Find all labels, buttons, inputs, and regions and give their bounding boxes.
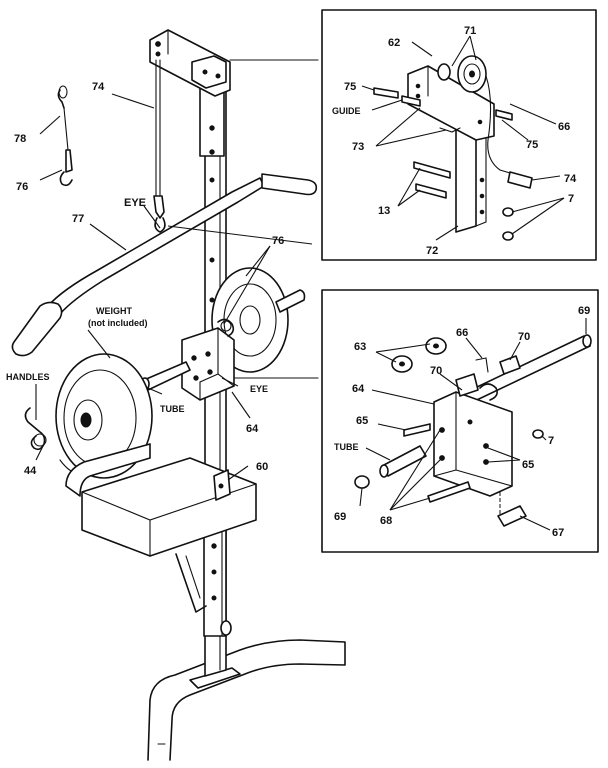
label-eye-mid: EYE	[250, 384, 268, 394]
label-weight: WEIGHT	[96, 306, 132, 316]
label-7-top: 7	[568, 193, 574, 205]
label-64: 64	[246, 423, 259, 435]
label-78: 78	[14, 133, 26, 145]
main-assembly	[11, 29, 346, 761]
inset-top-frame	[321, 9, 597, 261]
label-64-inset: 64	[352, 383, 365, 395]
label-69-bottom: 69	[334, 511, 346, 523]
end-cap-69	[354, 475, 370, 489]
label-eye-top: EYE	[124, 197, 146, 209]
long-handle-grip-left	[11, 301, 63, 357]
nut-7	[532, 429, 544, 439]
inset-bottom-leaders	[359, 318, 587, 531]
label-tube-inset: TUBE	[334, 442, 359, 452]
label-13: 13	[378, 205, 390, 217]
label-handles: HANDLES	[6, 372, 50, 382]
inset-bottom-frame	[321, 289, 599, 553]
cable-clip	[57, 85, 73, 187]
label-70-mid: 70	[430, 365, 442, 377]
label-guide: GUIDE	[332, 106, 361, 116]
label-63: 63	[354, 341, 366, 353]
back-rest	[65, 443, 151, 497]
label-7-bottom: 7	[548, 435, 554, 447]
roller-67	[497, 505, 527, 527]
label-65-left: 65	[356, 415, 368, 427]
label-71: 71	[464, 25, 476, 37]
long-tube-69	[453, 335, 592, 409]
bolt-13a	[413, 161, 451, 179]
long-handle-grip-right	[261, 173, 318, 196]
adjust-knob	[220, 620, 232, 636]
label-75-right: 75	[526, 139, 538, 151]
inset-bottom	[321, 289, 599, 553]
upper-sleeve	[199, 85, 225, 157]
label-72: 72	[426, 245, 438, 257]
label-67: 67	[552, 527, 564, 539]
label-68: 68	[380, 515, 392, 527]
label-70-top: 70	[518, 331, 530, 343]
label-62: 62	[388, 37, 400, 49]
inset-carriage-64	[433, 391, 513, 497]
inset-top-leaders	[361, 35, 565, 241]
label-not-included: (not included)	[88, 318, 148, 328]
label-77: 77	[72, 213, 84, 225]
label-73: 73	[352, 141, 364, 153]
seat	[81, 457, 257, 557]
label-75-left: 75	[344, 81, 356, 93]
label-60: 60	[256, 461, 268, 473]
label-66-top: 66	[558, 121, 570, 133]
label-76-right: 76	[272, 235, 284, 247]
label-69-top: 69	[578, 305, 590, 317]
bolt-68	[427, 481, 471, 503]
labels: 74 78 76 77 EYE 76 WEIGHT (not included)…	[6, 25, 590, 539]
nut-7a	[502, 207, 514, 217]
base-foot	[147, 639, 346, 761]
nut-7b	[502, 231, 514, 241]
bolt-13b	[415, 183, 447, 199]
label-44: 44	[24, 465, 37, 477]
carriage-64	[181, 327, 235, 401]
main-leaders	[35, 59, 319, 481]
label-tube: TUBE	[160, 404, 185, 414]
front-weight-plate	[55, 353, 153, 479]
label-74-inset: 74	[564, 173, 577, 185]
label-65-right: 65	[522, 459, 534, 471]
label-76-clip: 76	[16, 181, 28, 193]
label-74: 74	[92, 81, 105, 93]
pin-65	[403, 423, 431, 437]
label-66-bottom: 66	[456, 327, 468, 339]
inset-top	[321, 9, 597, 261]
